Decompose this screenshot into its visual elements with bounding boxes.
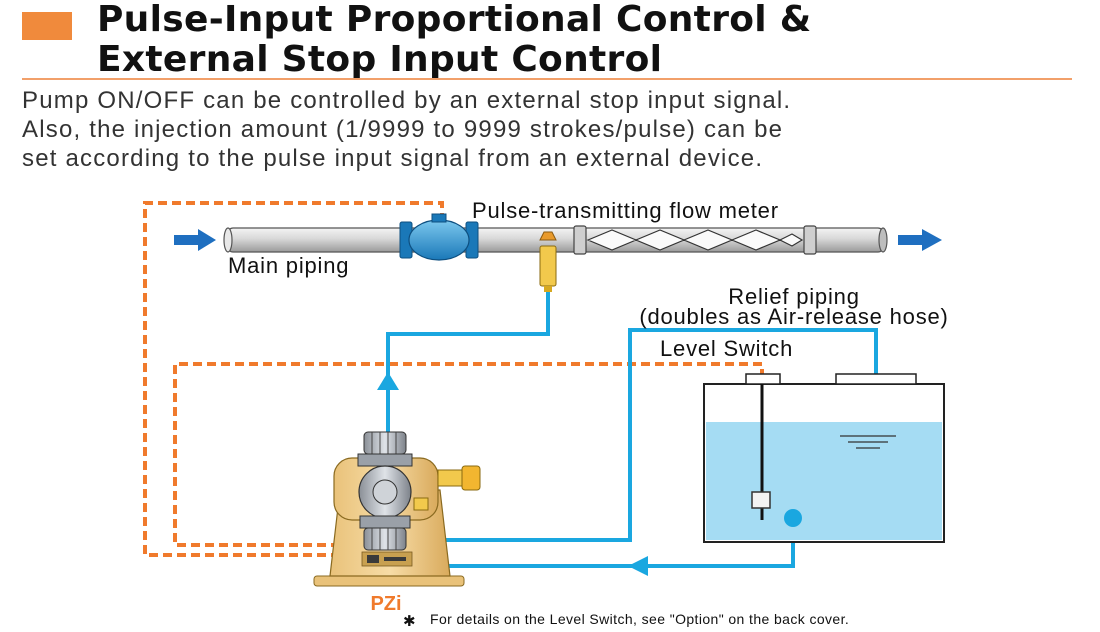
description-line-1: Pump ON/OFF can be controlled by an exte… <box>22 87 792 114</box>
pump-model-label: PZi <box>370 593 401 615</box>
flow-sensor <box>539 231 557 292</box>
title-marker <box>22 12 72 40</box>
footnote-asterisk-icon: ✱ <box>403 613 416 630</box>
pulse-signal-line <box>143 201 444 557</box>
flow-meter-label: Pulse-transmitting flow meter <box>472 198 779 223</box>
footnote: For details on the Level Switch, see "Op… <box>430 611 849 627</box>
level-switch <box>751 384 771 520</box>
description: Pump ON/OFF can be controlled by an exte… <box>22 86 791 173</box>
relief-piping-label: Relief piping <box>728 284 859 309</box>
description-line-2: Also, the injection amount (1/9999 to 99… <box>22 116 784 143</box>
outflow-arrow-icon <box>898 229 942 251</box>
title-line-2: External Stop Input Control <box>97 39 663 80</box>
stop-signal-line <box>173 362 764 547</box>
chemical-tank <box>703 373 945 543</box>
title-divider <box>22 78 1072 80</box>
main-piping-label: Main piping <box>228 253 349 278</box>
suction-arrow-icon <box>628 556 648 576</box>
title-line-1: Pulse-Input Proportional Control & <box>97 0 812 40</box>
inflow-arrow-icon <box>174 229 216 251</box>
pzi-pump <box>313 431 481 587</box>
page-title: Pulse-Input Proportional Control & Exter… <box>97 0 811 80</box>
description-line-3: set according to the pulse input signal … <box>22 145 764 172</box>
foot-valve <box>784 509 802 527</box>
level-switch-label: Level Switch <box>660 336 793 361</box>
injection-valve <box>399 213 479 261</box>
discharge-arrow-icon <box>377 372 399 390</box>
relief-piping-sublabel: (doubles as Air-release hose) <box>639 304 948 329</box>
flow-meter <box>573 225 817 255</box>
